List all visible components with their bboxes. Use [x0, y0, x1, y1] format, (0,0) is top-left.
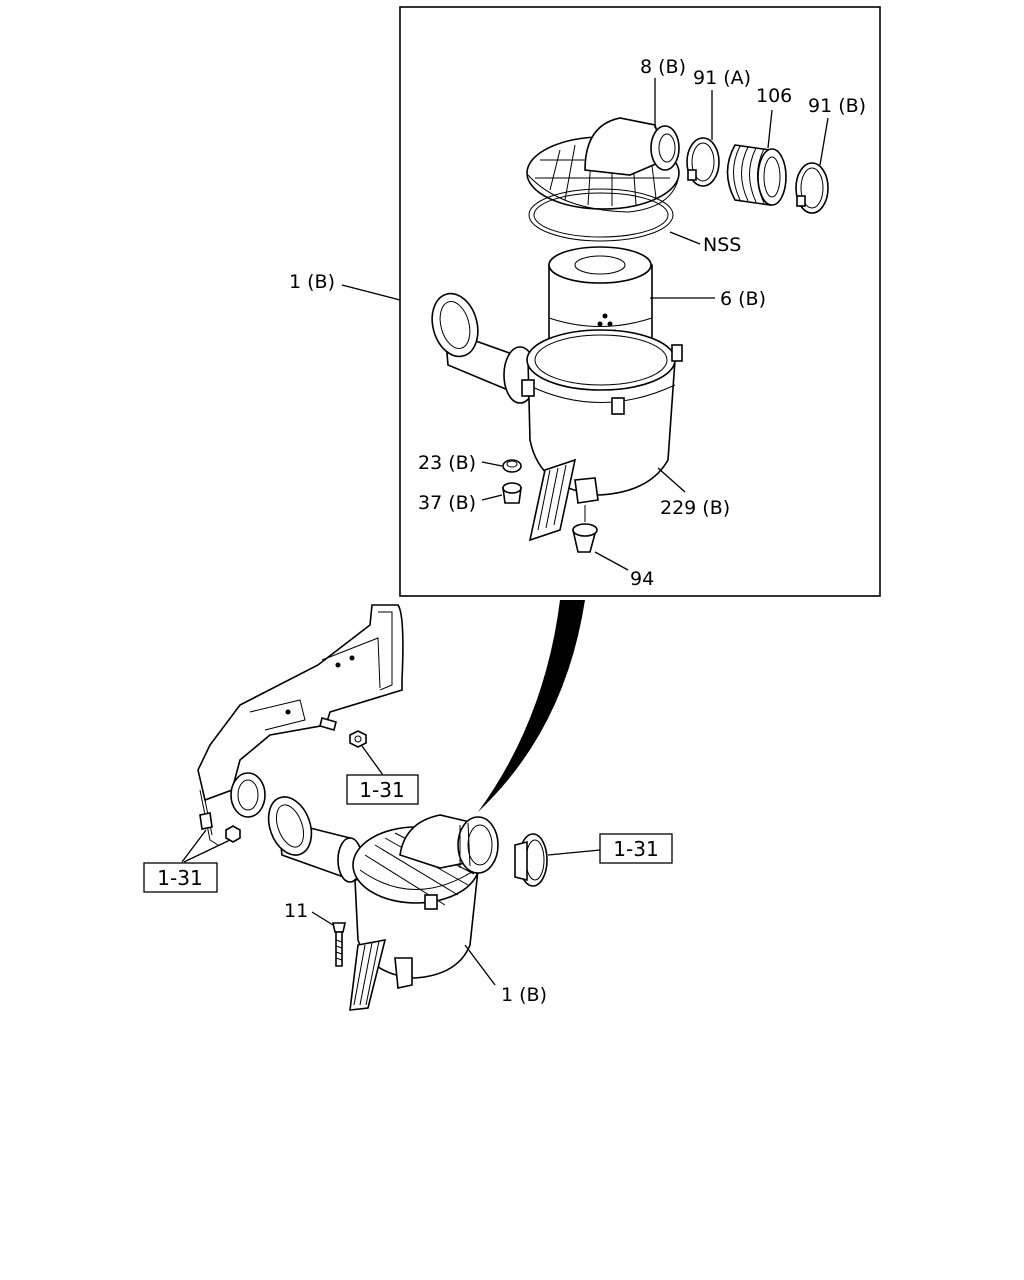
ref-box-left-bolts[interactable]: 1-31	[143, 862, 218, 893]
callout-assembly-top: 1 (B)	[289, 271, 335, 293]
callout-gasket: NSS	[703, 234, 741, 256]
clamp-a	[686, 137, 720, 187]
ref-label-outlet-flange: 1-31	[613, 837, 658, 861]
callout-assembly-bottom: 1 (B)	[501, 984, 547, 1006]
bracket-nut	[319, 717, 367, 748]
main-housing	[349, 814, 499, 1011]
ref-label-bracket-nut: 1-31	[359, 778, 404, 802]
inset-leaders	[341, 78, 829, 571]
inlet-pipe	[431, 292, 537, 404]
callout-filter-lid: 8 (B)	[640, 56, 686, 78]
callout-valve: 94	[630, 568, 654, 590]
callout-grommet: 23 (B)	[418, 452, 476, 474]
callout-bolt: 11	[284, 900, 308, 922]
callout-hose: 106	[756, 85, 792, 107]
main-inlet-pipe	[267, 796, 363, 883]
filter-body	[521, 329, 683, 542]
hose	[726, 144, 787, 206]
callout-element: 6 (B)	[720, 288, 766, 310]
bushing	[502, 482, 522, 504]
grommet	[502, 459, 522, 473]
main-leaders	[181, 745, 601, 986]
clamp-b	[795, 162, 829, 214]
ref-box-outlet-flange[interactable]: 1-31	[599, 833, 673, 864]
left-bolts	[199, 812, 241, 843]
gasket-ring	[528, 188, 674, 242]
callout-bushing: 37 (B)	[418, 492, 476, 514]
filter-lid	[526, 117, 680, 213]
mounting-bracket	[197, 604, 404, 846]
callout-clamp-a: 91 (A)	[693, 67, 751, 89]
detail-pointer	[478, 600, 585, 812]
drain-valve	[571, 505, 598, 553]
outlet-flange	[514, 833, 548, 887]
bolt-11	[332, 922, 346, 967]
ref-label-left-bolts: 1-31	[157, 866, 202, 890]
detail-inset-frame	[399, 6, 881, 597]
callout-clamp-b: 91 (B)	[808, 95, 866, 117]
ref-box-bracket-nut[interactable]: 1-31	[346, 774, 419, 805]
callout-body: 229 (B)	[660, 497, 730, 519]
